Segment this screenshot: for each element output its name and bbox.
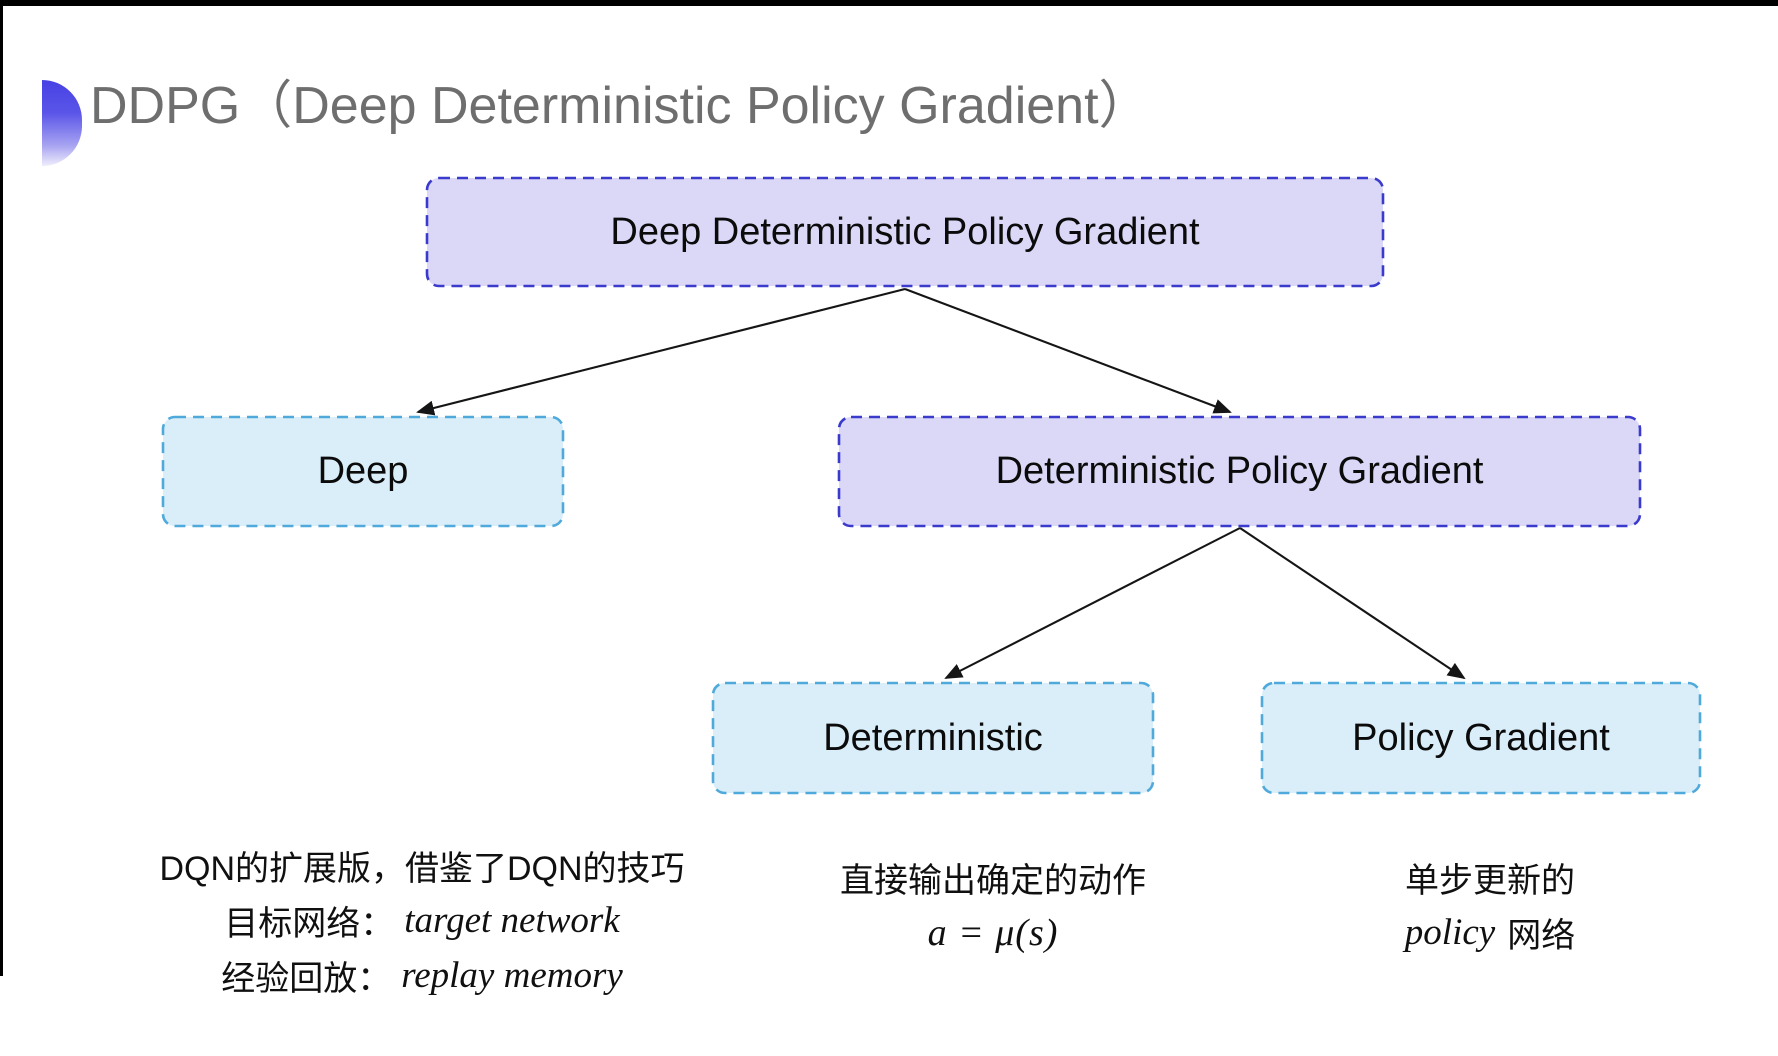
network-word: 网络 [1507,917,1576,955]
deterministic-box [711,681,1155,795]
notes-policy-gradient-line1: 单步更新的 [1405,862,1575,900]
dpg-box [837,415,1642,528]
replay-memory-value: replay memory [401,955,623,996]
policy-gradient-box [1260,681,1702,795]
policy-word: policy [1404,912,1496,953]
dpg-box-label: Deterministic Policy Gradient [995,450,1484,492]
notes-deep-line1: DQN的扩展版，借鉴了DQN的技巧 [159,850,685,888]
arrow-dpg-to-deterministic [944,527,1241,679]
deep-box-label: Deep [317,450,409,492]
notes-policy-gradient-line2: policy 网络 [1240,905,1740,960]
target-network-label: 目标网络： [224,905,395,943]
arrow-root-to-deep [416,287,906,416]
notes-deep-line3: 经验回放： replay memory [120,948,724,1003]
notes-deep: DQN的扩展版，借鉴了DQN的技巧 目标网络： target network 经… [120,838,724,1003]
deterministic-box-label: Deterministic [823,716,1043,759]
notes-deterministic-line1: 直接输出确定的动作 [840,862,1146,900]
arrow-dpg-to-policy-gradient [1239,527,1466,680]
root-box-label: Deep Deterministic Policy Gradient [610,210,1200,253]
arrow-root-to-dpg [904,288,1232,414]
policy-gradient-box-label: Policy Gradient [1352,716,1610,759]
notes-deterministic: 直接输出确定的动作 a = μ(s) [743,850,1243,960]
root-box [425,176,1385,288]
notes-deterministic-formula: a = μ(s) [743,905,1243,960]
target-network-value: target network [404,900,620,941]
notes-deep-line2: 目标网络： target network [120,893,724,948]
frame-top-bar [0,0,1778,6]
deep-box [161,415,565,528]
replay-memory-label: 经验回放： [221,960,392,998]
mu-formula: a = μ(s) [927,911,1059,954]
notes-policy-gradient: 单步更新的 policy 网络 [1240,850,1740,960]
frame-left-bar [0,0,3,976]
slide-title: DDPG（Deep Deterministic Policy Gradient） [90,77,1151,135]
